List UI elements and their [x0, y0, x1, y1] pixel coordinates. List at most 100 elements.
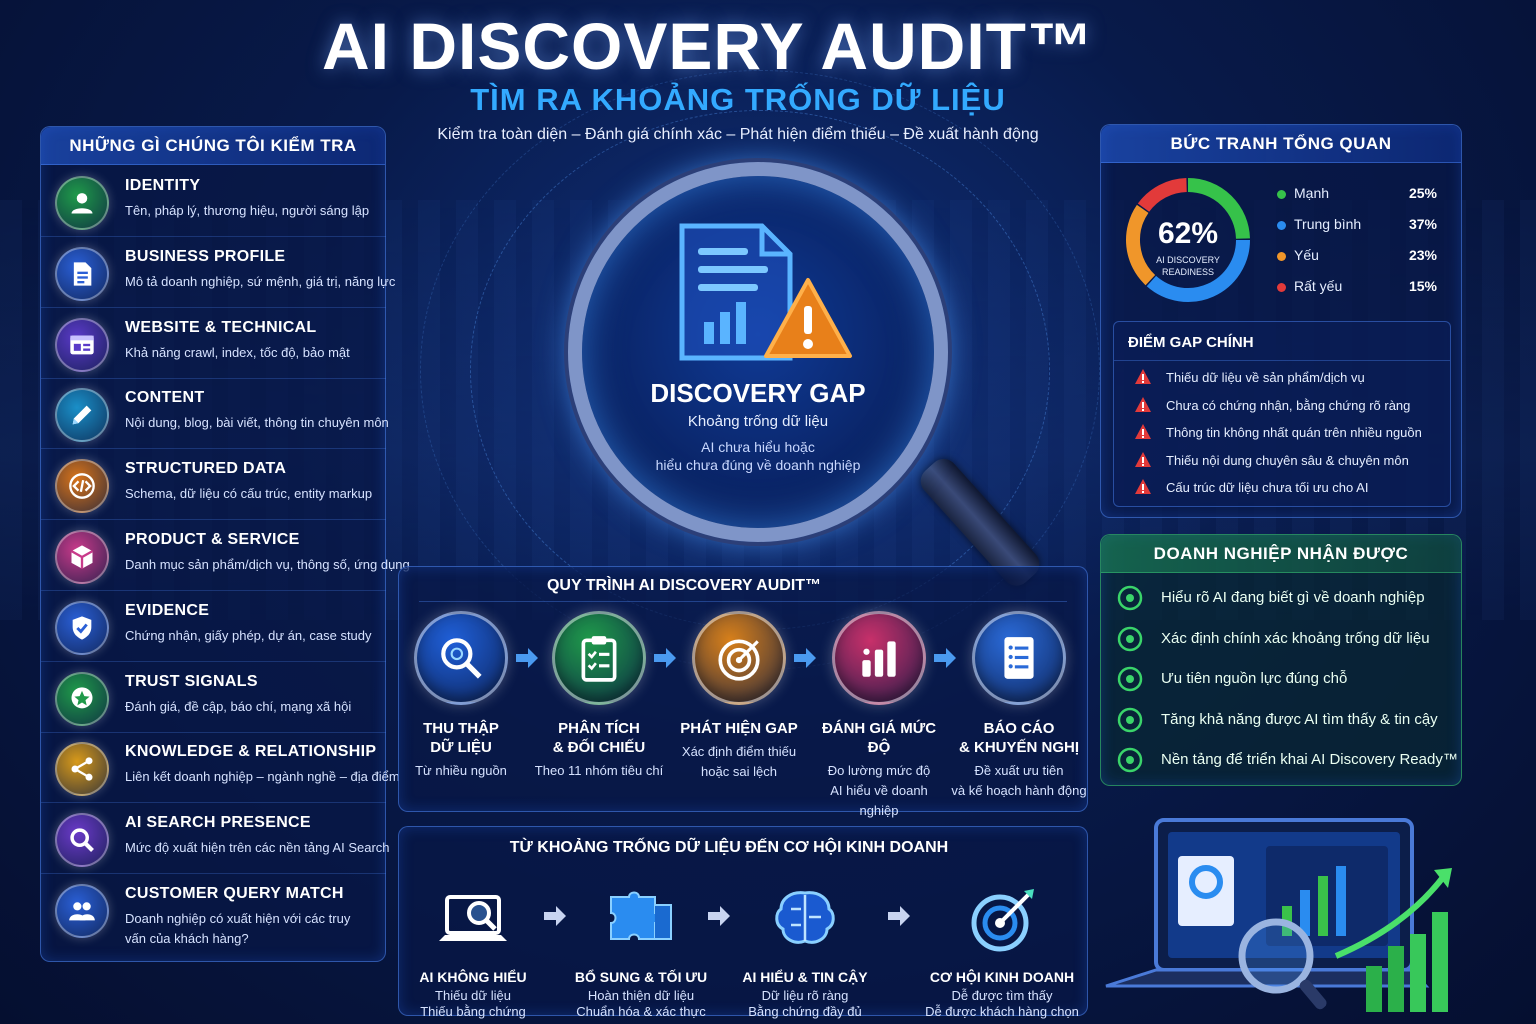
legend-row: Yếu 23% — [1277, 245, 1437, 267]
step-desc-line1: Đo lường mức độ — [827, 763, 931, 778]
step-desc-line1: Từ nhiều nguồn — [415, 763, 507, 778]
checklist-item-desc: Khả năng crawl, index, tốc độ, bảo mật — [125, 344, 350, 360]
step-desc: Đo lường mức độ AI hiểu về doanh nghiệp — [809, 761, 949, 821]
checklist-item-desc: Liên kết doanh nghiệp – ngành nghề – địa… — [125, 769, 400, 785]
checklist-item-title: BUSINESS PROFILE — [125, 247, 286, 265]
business-stage-title: AI KHÔNG HIỂU — [419, 969, 527, 985]
discovery-gap-subtitle: Khoảng trống dữ liệu — [687, 413, 829, 430]
checklist-item: STRUCTURED DATA Schema, dữ liệu có cấu tr… — [41, 450, 386, 521]
checklist-item-desc: Tên, pháp lý, thương hiệu, người sáng lậ… — [125, 203, 370, 218]
business-stage-desc-line1: Dữ liệu rõ ràng — [761, 988, 849, 1003]
discovery-gap-note: AI chưa hiểu hoặc hiểu chưa đúng về doan… — [568, 438, 948, 474]
benefit-text: Hiểu rõ AI đang biết gì về doanh nghiệp — [1161, 589, 1425, 606]
legend-label: Trung bình — [1294, 216, 1362, 232]
gap-item-text: Chưa có chứng nhận, bằng chứng rõ ràng — [1166, 397, 1411, 413]
step-title-line2: DỮ LIỆU — [430, 739, 492, 756]
step-desc-line2: và kế hoạch hành động — [951, 783, 1087, 798]
checklist-item-desc: Danh mục sản phẩm/dịch vụ, thông số, ứng… — [125, 557, 410, 572]
business-stage-desc-line2: Dễ được khách hàng chọn — [925, 1004, 1079, 1019]
benefits-panel: DOANH NGHIỆP NHẬN ĐƯỢC Hiểu rõ AI đang b… — [1100, 534, 1462, 786]
bar-chart-icon — [832, 611, 926, 705]
checklist-item-title: STRUCTURED DATA — [125, 460, 287, 478]
readiness-label-1: AI DISCOVERY — [1156, 255, 1220, 265]
step-title-line1: BÁO CÁO — [983, 720, 1055, 737]
step-desc-line1: Xác định điểm thiếu — [681, 744, 797, 759]
gaps-title: ĐIỂM GAP CHÍNH — [1128, 334, 1254, 351]
business-stage-desc-line1: Thiếu dữ liệu — [435, 988, 511, 1003]
step-title-line1: ĐÁNH GIÁ MỨC ĐỘ — [821, 720, 937, 756]
legend-dot — [1277, 221, 1286, 230]
growth-icon — [1117, 707, 1143, 732]
business-title: TỪ KHOẢNG TRỐNG DỮ LIỆU ĐẾN CƠ HỘI KINH … — [509, 839, 949, 856]
foundation-icon — [1117, 747, 1143, 773]
laptop-search-icon — [439, 895, 507, 941]
step-desc-line2: hoặc sai lệch — [701, 764, 777, 779]
step-title: BÁO CÁO & KHUYẾN NGHỊ — [949, 719, 1089, 757]
business-stage-desc-line2: Bằng chứng đầy đủ — [748, 1004, 862, 1019]
legend-percent: 15% — [1408, 278, 1437, 294]
benefit-text: Ưu tiên nguồn lực đúng chỗ — [1161, 670, 1348, 687]
checklist-item-desc: Mô tả doanh nghiệp, sứ mệnh, giá trị, nă… — [125, 273, 396, 289]
donut-segment — [1137, 178, 1188, 213]
checklist-item-desc: Schema, dữ liệu có cấu trúc, entity mark… — [125, 486, 373, 502]
page-subtitle: TÌM RA KHOẢNG TRỐNG DỮ LIỆU — [470, 82, 1006, 117]
step-desc-line1: Theo 11 nhóm tiêu chí — [534, 763, 664, 778]
legend-row: Trung bình 37% — [1277, 214, 1437, 236]
user-icon — [55, 176, 109, 230]
target-icon — [1117, 666, 1143, 692]
benefit-text: Xác định chính xác khoảng trống dữ liệu — [1161, 629, 1430, 647]
share-icon — [55, 742, 109, 797]
brain-icon — [775, 891, 835, 944]
business-stage-desc-line2: Thiếu bằng chứng — [420, 1004, 526, 1019]
step-title-line2: & ĐỐI CHIẾU — [552, 739, 646, 756]
legend-dot — [1277, 283, 1286, 292]
business-stage-desc-line2: Chuẩn hóa & xác thực — [576, 1004, 706, 1019]
legend-dot — [1277, 190, 1286, 199]
arrow-right-icon — [544, 906, 566, 926]
overview-panel: BỨC TRANH TỔNG QUAN 62% AI DISCOVERY REA… — [1100, 124, 1462, 518]
discovery-gap-title: DISCOVERY GAP — [650, 378, 866, 408]
report-icon — [972, 611, 1066, 705]
step-desc-line2: AI hiểu về doanh nghiệp — [830, 783, 928, 818]
arrow-right-icon — [888, 906, 910, 926]
legend-percent: 23% — [1408, 247, 1437, 263]
document-icon — [55, 246, 109, 301]
step-title-line2: & KHUYẾN NGHỊ — [958, 739, 1079, 756]
browser-icon — [55, 317, 109, 372]
search-icon — [55, 813, 109, 868]
page-title: AI DISCOVERY AUDIT™ — [322, 9, 1094, 83]
benefit-text: Tăng khả năng được AI tìm thấy & tin cậy — [1161, 710, 1438, 728]
step-title: PHÁT HIỆN GAP — [669, 719, 809, 738]
page-tagline: Kiểm tra toàn diện – Đánh giá chính xác … — [437, 126, 1039, 143]
checklist-item-title: EVIDENCE — [125, 601, 210, 619]
step-title: PHÂN TÍCH & ĐỐI CHIẾU — [529, 719, 669, 757]
checklist-item-desc: Mức độ xuất hiện trên các nền tảng AI Se… — [125, 840, 390, 856]
readiness-label-2: READINESS — [1161, 267, 1214, 277]
legend-label: Mạnh — [1294, 185, 1330, 201]
step-title-line1: PHÁT HIỆN GAP — [680, 720, 798, 737]
arrow-right-icon — [708, 906, 730, 926]
shield-check-icon — [55, 600, 109, 655]
legend-percent: 37% — [1408, 216, 1437, 232]
donut-segment — [1126, 204, 1156, 286]
gaps-subpanel: ĐIỂM GAP CHÍNH Thiếu dữ liệu về sản phẩm… — [1113, 321, 1451, 507]
legend-percent: 25% — [1408, 185, 1437, 201]
checklist-item-title: TRUST SIGNALS — [125, 672, 258, 690]
step-title-line1: PHÂN TÍCH — [558, 720, 640, 737]
legend-label: Yếu — [1294, 247, 1319, 263]
checklist-item-desc: Doanh nghiệp có xuất hiện với các truy v… — [125, 911, 351, 946]
checklist-item-title: PRODUCT & SERVICE — [125, 531, 300, 548]
